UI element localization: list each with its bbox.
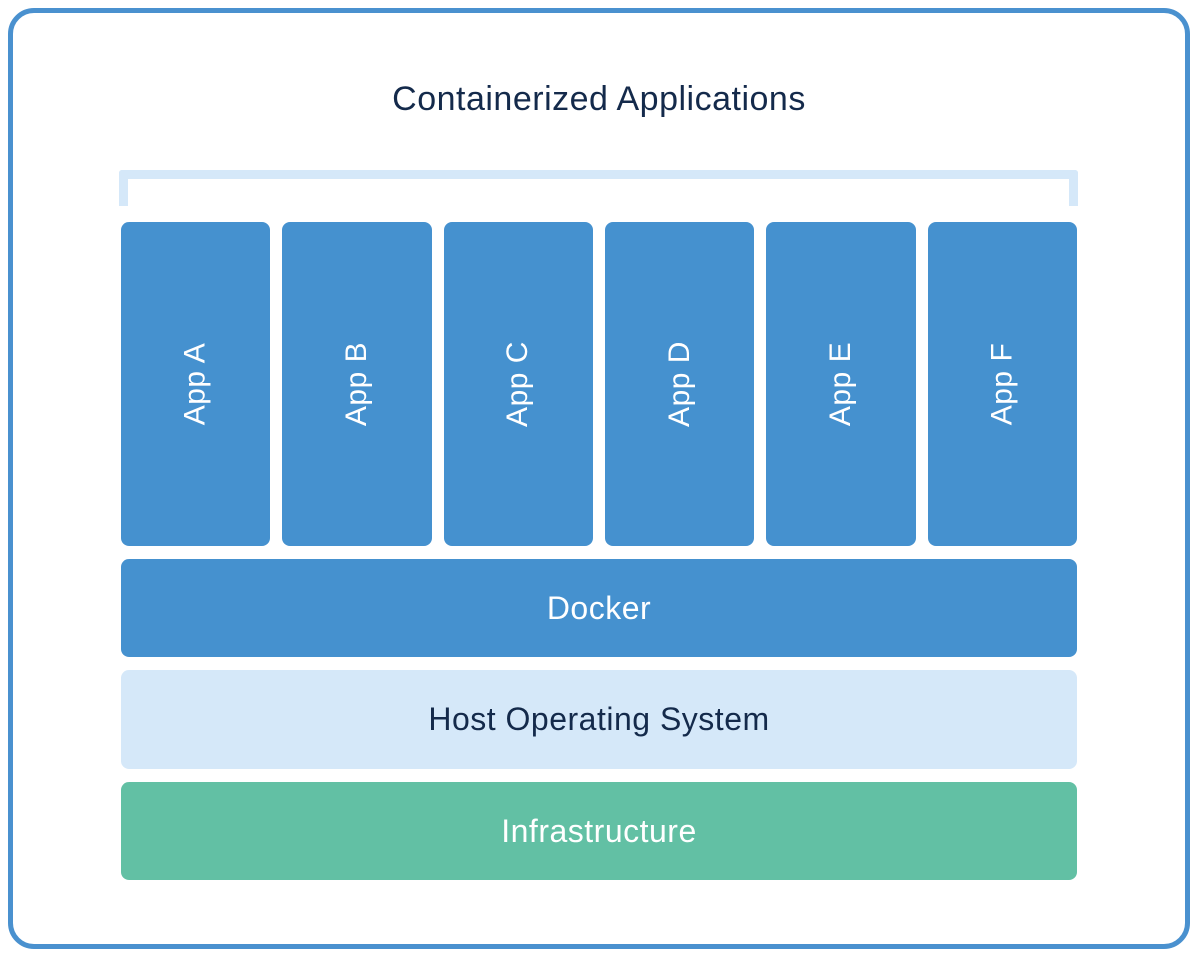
layer-label: Host Operating System [428, 701, 770, 737]
layer-host-os: Host Operating System [121, 670, 1077, 769]
app-label: App E [823, 341, 857, 427]
app-label: App A [178, 342, 212, 426]
app-box: App F [927, 222, 1077, 546]
app-label: App B [339, 341, 373, 427]
app-box: App C [443, 222, 593, 546]
layer-infrastructure: Infrastructure [121, 782, 1077, 880]
app-label: App C [501, 341, 535, 427]
apps-bracket [119, 170, 1078, 206]
layer-label: Infrastructure [501, 812, 697, 849]
app-box: App B [282, 222, 432, 546]
app-box: App A [121, 222, 271, 546]
app-box: App D [604, 222, 755, 546]
layer-label: Docker [546, 589, 652, 626]
app-label: App F [985, 342, 1019, 426]
diagram-title: Containerized Applications [392, 80, 806, 118]
app-label: App D [662, 341, 696, 427]
diagram-frame [8, 8, 1190, 949]
apps-row: App A App B App C App D App E App F [121, 222, 1077, 546]
app-box: App E [766, 222, 916, 546]
layer-docker: Docker [121, 559, 1077, 657]
